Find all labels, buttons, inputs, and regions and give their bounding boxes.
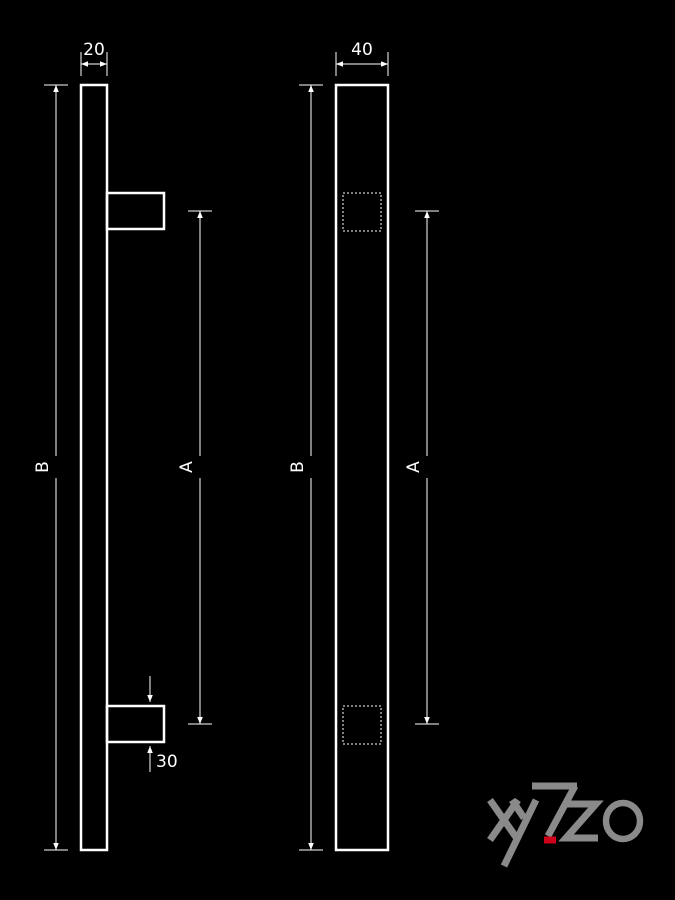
side-view-top-post [105,191,166,231]
front-width-dimension: 40 [335,40,389,76]
side-view-bottom-post [105,704,166,744]
xyzzo-logo: XYZZO [487,782,644,868]
front-spacing-label: A [404,461,424,473]
side-length-dimension: B [33,84,68,851]
logo-text: XYZZO [563,859,567,861]
front-view-bar [334,83,390,852]
side-view-bar [79,83,109,852]
front-spacing-dimension: A [404,210,439,725]
logo-letter-y [500,798,540,868]
side-post-dimension: 30 [147,676,178,772]
front-view: 40 B A [288,40,439,852]
side-spacing-label: A [177,461,197,473]
side-width-label: 20 [83,40,105,60]
front-length-label: B [288,461,308,473]
front-length-dimension: B [288,84,323,851]
logo-letter-o [602,799,644,843]
side-view: 20 B A 30 [33,40,212,852]
front-view-top-hidden-post [342,192,382,232]
side-length-label: B [33,461,53,473]
front-view-bottom-hidden-post [342,705,382,745]
side-spacing-dimension: A [177,210,212,725]
side-width-dimension: 20 [80,40,108,76]
side-post-label: 30 [156,752,178,772]
logo-letter-z1 [532,782,579,844]
logo-letter-z2 [558,800,604,842]
front-width-label: 40 [351,40,373,60]
